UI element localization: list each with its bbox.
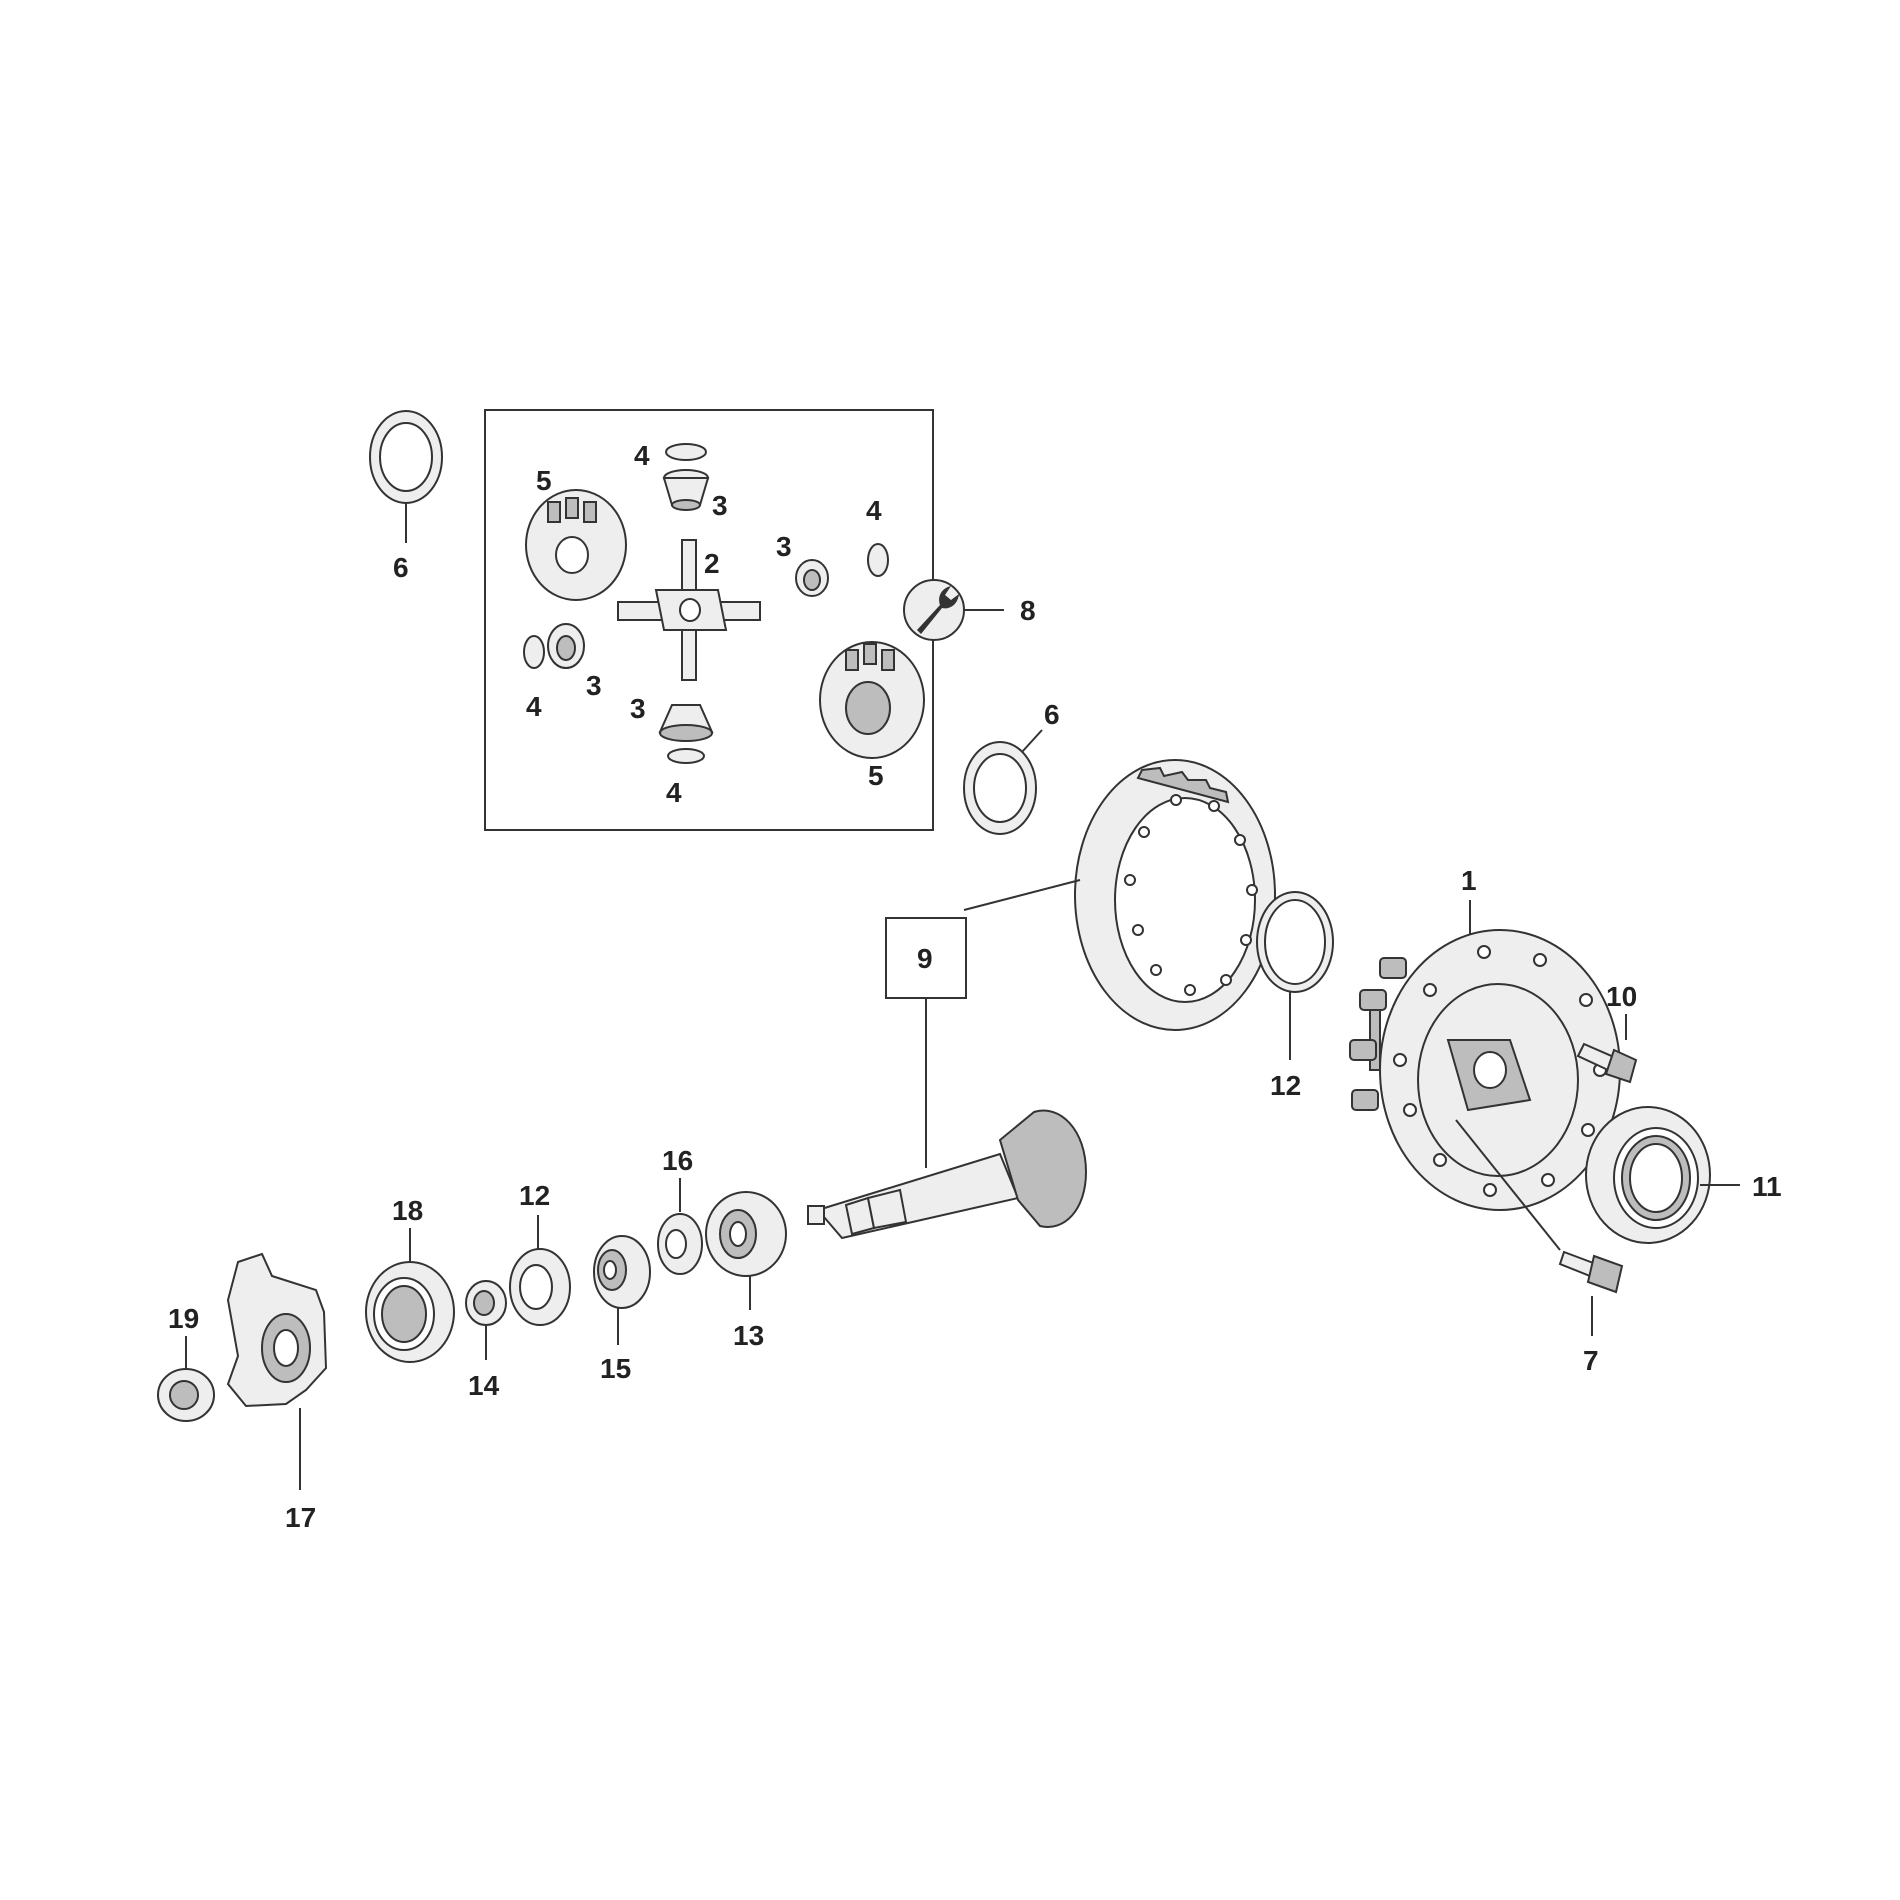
callout-5a: 5 bbox=[536, 465, 552, 496]
part-4-washer-bottom bbox=[667, 748, 705, 764]
part-3-pinion-gear-right bbox=[795, 559, 829, 597]
part-6-thrust-washer-upper bbox=[369, 410, 443, 504]
callout-10: 10 bbox=[1606, 981, 1637, 1012]
callout-3a: 3 bbox=[712, 490, 728, 521]
leader-7-case bbox=[1455, 1119, 1561, 1251]
part-10-bolt-upper bbox=[1576, 1042, 1638, 1084]
part-7-bolt-lower bbox=[1558, 1250, 1624, 1294]
callout-4a: 4 bbox=[634, 440, 650, 471]
callout-4b: 4 bbox=[866, 495, 882, 526]
part-5-side-gear-right bbox=[819, 641, 925, 759]
part-15-pinion-bearing-outer bbox=[593, 1235, 651, 1309]
callout-16: 16 bbox=[662, 1145, 693, 1176]
part-5-side-gear-left bbox=[525, 489, 627, 601]
part-2-spider-cross-shaft bbox=[617, 539, 761, 681]
callout-9: 9 bbox=[917, 943, 933, 974]
part-6-thrust-washer-lower bbox=[963, 741, 1037, 835]
part-3-pinion-gear-top bbox=[662, 469, 710, 511]
callout-19: 19 bbox=[168, 1303, 199, 1334]
callout-4d: 4 bbox=[666, 777, 682, 808]
callout-2: 2 bbox=[704, 548, 720, 579]
part-13-pinion-bearing bbox=[705, 1191, 787, 1277]
part-19-flange-nut bbox=[157, 1368, 215, 1422]
leader-6b bbox=[1021, 729, 1043, 753]
callout-3c: 3 bbox=[586, 670, 602, 701]
callout-6a: 6 bbox=[393, 552, 409, 583]
callout-11: 11 bbox=[1752, 1171, 1782, 1202]
leader-9-ring bbox=[963, 879, 1081, 911]
callout-5b: 5 bbox=[868, 760, 884, 791]
part-17-companion-flange bbox=[226, 1252, 328, 1408]
part-11-bearing bbox=[1585, 1106, 1711, 1244]
part-12-shim-lower bbox=[509, 1248, 571, 1326]
part-4-washer-left bbox=[523, 635, 545, 669]
callout-7: 7 bbox=[1583, 1345, 1599, 1376]
wrench-icon bbox=[903, 579, 965, 641]
part-16-spacer bbox=[657, 1213, 703, 1275]
callout-3d: 3 bbox=[630, 693, 646, 724]
part-14-collapsible-spacer bbox=[465, 1280, 507, 1326]
part-3-pinion-gear-left bbox=[547, 623, 585, 669]
part-12-shim-upper bbox=[1256, 891, 1334, 993]
callout-1: 1 bbox=[1461, 865, 1477, 896]
callout-14: 14 bbox=[468, 1370, 500, 1401]
part-3-pinion-gear-bottom bbox=[658, 704, 714, 742]
callout-12b: 12 bbox=[519, 1180, 550, 1211]
part-9-ring-gear bbox=[1074, 759, 1276, 1031]
callout-4c: 4 bbox=[526, 691, 542, 722]
callout-3b: 3 bbox=[776, 531, 792, 562]
callout-13: 13 bbox=[733, 1320, 764, 1351]
callout-12a: 12 bbox=[1270, 1070, 1301, 1101]
callout-15: 15 bbox=[600, 1353, 631, 1384]
part-18-oil-seal bbox=[365, 1261, 455, 1363]
part-4-washer-top bbox=[665, 443, 707, 461]
part-1-differential-case bbox=[1349, 929, 1621, 1211]
part-4-washer-right bbox=[867, 543, 889, 577]
callout-17: 17 bbox=[285, 1502, 316, 1533]
callout-18: 18 bbox=[392, 1195, 423, 1226]
part-9-drive-pinion bbox=[807, 1109, 1088, 1240]
callout-6b: 6 bbox=[1044, 699, 1060, 730]
callout-8: 8 bbox=[1020, 595, 1036, 626]
